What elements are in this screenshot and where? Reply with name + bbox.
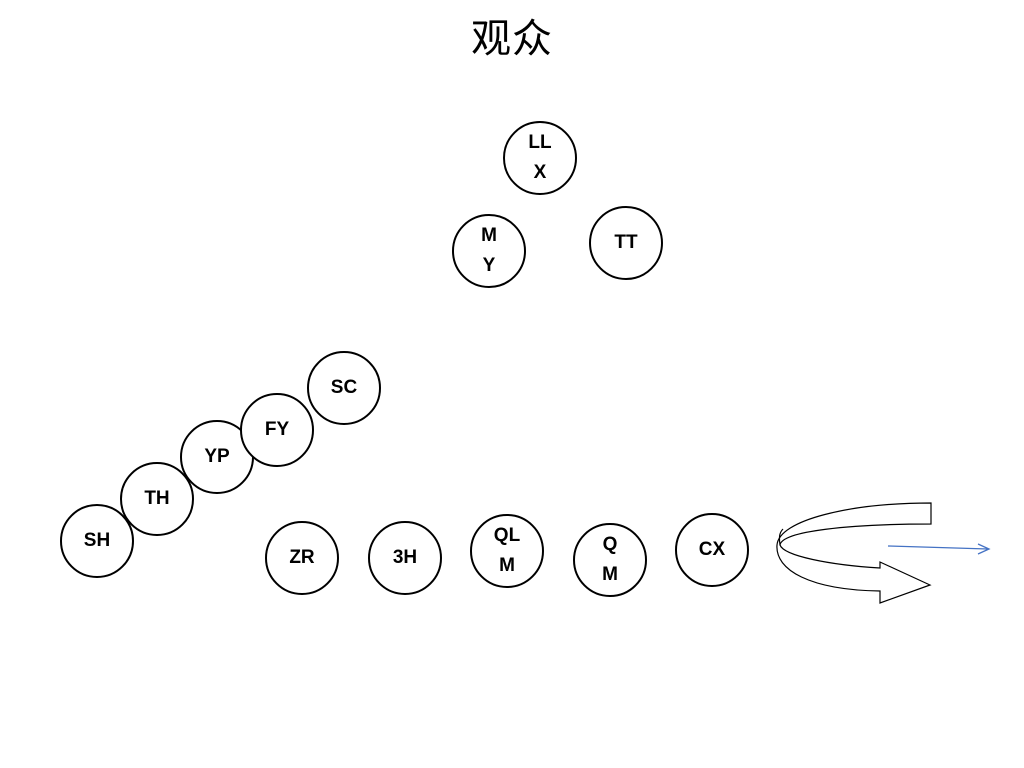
node-3h-label: 3H bbox=[392, 547, 418, 568]
node-sc: SC bbox=[307, 351, 381, 425]
curved-u-turn-arrow-icon bbox=[776, 502, 932, 604]
node-sh-label: SH bbox=[83, 530, 111, 551]
node-qlm: QL M bbox=[470, 514, 544, 588]
node-my-label: M Y bbox=[481, 225, 497, 276]
node-fy: FY bbox=[240, 393, 314, 467]
node-qm: Q M bbox=[573, 523, 647, 597]
node-zr-label: ZR bbox=[289, 547, 315, 568]
node-zr: ZR bbox=[265, 521, 339, 595]
right-pointer-arrow-icon bbox=[887, 543, 991, 555]
node-fy-label: FY bbox=[264, 419, 290, 440]
node-cx-label: CX bbox=[698, 539, 726, 560]
node-th: TH bbox=[120, 462, 194, 536]
diagram-title: 观众 bbox=[471, 16, 553, 62]
node-llx-label: LL X bbox=[528, 132, 552, 183]
node-tt-label: TT bbox=[614, 232, 638, 253]
node-cx: CX bbox=[675, 513, 749, 587]
node-sh: SH bbox=[60, 504, 134, 578]
node-qlm-label: QL M bbox=[493, 525, 521, 576]
node-3h: 3H bbox=[368, 521, 442, 595]
node-yp: YP bbox=[180, 420, 254, 494]
node-my: M Y bbox=[452, 214, 526, 288]
node-qm-label: Q M bbox=[602, 534, 618, 585]
node-yp-label: YP bbox=[204, 446, 230, 467]
node-tt: TT bbox=[589, 206, 663, 280]
node-llx: LL X bbox=[503, 121, 577, 195]
node-sc-label: SC bbox=[330, 377, 358, 398]
node-th-label: TH bbox=[144, 488, 170, 509]
